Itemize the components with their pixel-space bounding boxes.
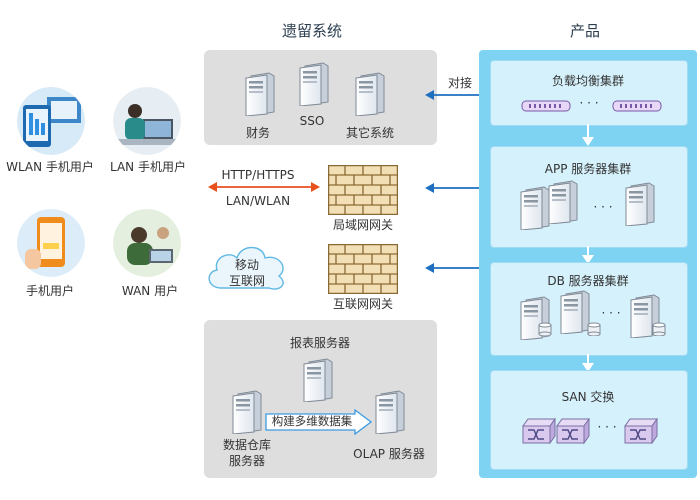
olap-server-icon (375, 390, 405, 434)
lan-gateway-label: 局域网网关 (332, 218, 393, 232)
load-balancer-label: 负载均衡集群 (551, 74, 624, 88)
legacy-title: 遗留系统 (281, 22, 342, 40)
report-server-icon (303, 358, 333, 402)
app-server-icon-3 (625, 182, 655, 226)
user-mobile (17, 209, 85, 277)
finance-label: 财务 (245, 126, 270, 140)
lan-mobile-user-icon (113, 87, 181, 155)
app-server-icon-1 (520, 186, 550, 230)
db-disk-icon-2 (587, 322, 601, 336)
mobile-user-icon (17, 209, 85, 277)
app-server-icon-2 (548, 180, 578, 224)
protocol-http: HTTP/HTTPS (221, 168, 295, 182)
down-arrow-2 (582, 246, 594, 264)
lb-ellipsis: · · · (579, 96, 599, 110)
user-label-mobile: 手机用户 (25, 284, 74, 298)
protocol-lan: LAN/WLAN (225, 194, 291, 208)
san-label: SAN 交换 (561, 390, 615, 404)
cloud-label-line1: 移动 (234, 258, 259, 272)
san-switch-icon-2 (556, 418, 590, 444)
internet-gateway-label: 互联网网关 (332, 297, 393, 311)
other-server-icon (355, 72, 385, 116)
warehouse-server-icon (232, 390, 262, 434)
user-wan (113, 209, 181, 277)
db-disk-icon-3 (652, 322, 666, 336)
user-wlan-mobile (17, 87, 85, 155)
san-switch-icon-3 (624, 418, 658, 444)
load-balancer-device-icon (521, 100, 571, 112)
other-system-label: 其它系统 (345, 126, 394, 140)
finance-server-icon (245, 72, 275, 116)
user-label-wlan: WLAN 手机用户 (6, 160, 94, 174)
app-cluster-label: APP 服务器集群 (544, 162, 632, 176)
down-arrow-3 (582, 354, 594, 372)
sso-label: SSO (299, 114, 325, 128)
mobile-internet-cloud-icon (203, 238, 291, 296)
db-server-icon-2 (560, 290, 590, 334)
load-balancer-cluster (490, 60, 688, 126)
olap-label: OLAP 服务器 (353, 447, 425, 461)
build-cube-arrow (265, 409, 373, 435)
internet-gateway-firewall-icon (328, 244, 398, 294)
orange-bidirectional-arrow (208, 180, 320, 194)
san-switch-icon-1 (522, 418, 556, 444)
user-label-lan: LAN 手机用户 (110, 160, 186, 174)
db-ellipsis: · · · (601, 306, 621, 320)
san-ellipsis: · · · (597, 420, 617, 434)
lan-gateway-firewall-icon (328, 165, 398, 215)
warehouse-label-line2: 服务器 (228, 454, 265, 468)
product-title: 产品 (569, 22, 600, 40)
build-cube-label: 构建多维数据集 (271, 414, 353, 428)
cloud-label-line2: 互联网 (228, 274, 265, 288)
db-cluster-label: DB 服务器集群 (547, 274, 629, 288)
db-disk-icon-1 (538, 322, 552, 336)
wan-user-icon (113, 209, 181, 277)
dock-label: 对接 (447, 76, 472, 90)
sso-server-icon (299, 62, 329, 106)
load-balancer-device-icon-2 (612, 100, 662, 112)
user-lan-mobile (113, 87, 181, 155)
report-server-title: 报表服务器 (289, 336, 350, 350)
down-arrow-1 (582, 124, 594, 146)
wlan-mobile-user-icon (17, 87, 85, 155)
user-label-wan: WAN 用户 (121, 284, 179, 298)
warehouse-label-line1: 数据仓库 (222, 438, 271, 452)
app-ellipsis: · · · (593, 200, 613, 214)
